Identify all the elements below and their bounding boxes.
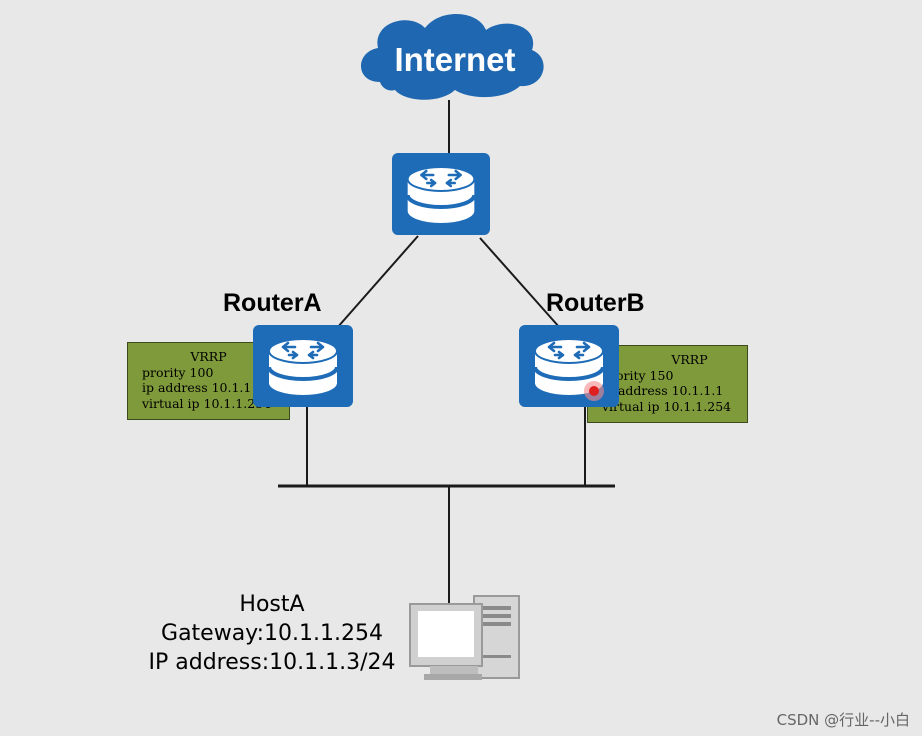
host-info: HostA Gateway:10.1.1.254 IP address:10.1… [138,590,406,677]
computer-icon [409,595,520,680]
vrrp-a-ip: ip address 10.1.1 [142,380,252,395]
host-ip-address: IP address:10.1.1.3/24 [148,650,396,675]
host-name: HostA [239,592,305,617]
router-a-name: RouterA [223,289,322,317]
vrrp-a-title: VRRP [190,349,227,364]
router-b-name: RouterB [546,289,645,317]
vrrp-a-priority: prority 100 [142,364,214,380]
vrrp-a-virtual-ip: virtual ip 10.1.1.254 [142,395,272,411]
cursor-highlight-dot [584,381,604,401]
internet-cloud: Internet [360,13,544,100]
link-core-routerb [479,237,561,329]
host-gateway: Gateway:10.1.1.254 [161,621,383,646]
core-router [390,151,492,237]
link-core-routera [336,235,419,329]
router-a [251,323,355,409]
internet-label: Internet [394,41,515,78]
csdn-watermark: CSDN @行业--小白 [776,711,910,729]
router-b [517,323,621,409]
